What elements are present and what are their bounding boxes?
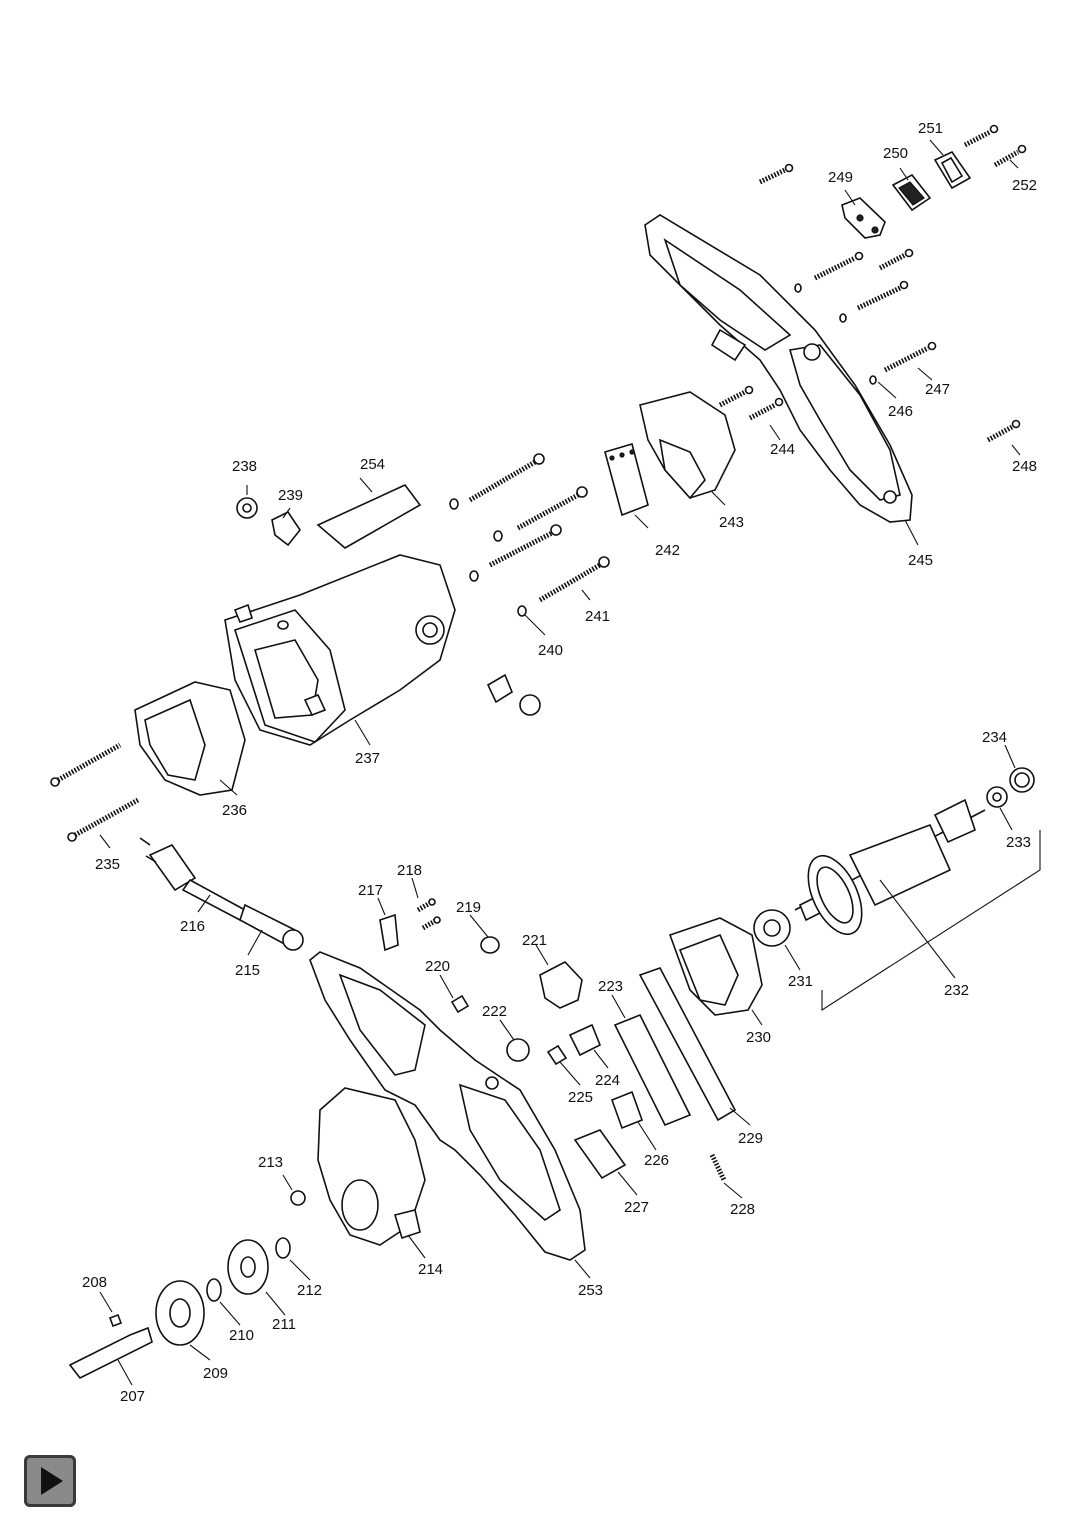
part-label-222: 222 [482,1003,507,1020]
part-label-253: 253 [578,1282,603,1299]
power-cord-216 [139,837,304,951]
part-label-247: 247 [925,381,950,398]
part-label-226: 226 [644,1152,669,1169]
part-label-209: 209 [203,1365,228,1382]
long-bolts-241 [449,453,610,617]
field-cover-243 [639,391,736,500]
part-label-249: 249 [828,169,853,186]
play-icon [41,1467,63,1495]
output-parts-207-213 [68,1190,306,1380]
stator-236 [134,681,246,796]
part-label-241: 241 [585,608,610,625]
part-label-243: 243 [719,514,744,531]
part-label-208: 208 [82,1274,107,1291]
play-button[interactable] [24,1455,76,1507]
bearing-231 [753,909,791,947]
leader-lines [99,139,1041,1386]
part-label-237: 237 [355,750,380,767]
part-number-labels: 251 250 252 249 254 238 239 242 243 245 … [82,120,1037,1405]
part-label-252: 252 [1012,177,1037,194]
part-label-211: 211 [272,1316,296,1333]
gear-housing-214 [317,1087,426,1246]
part-label-235: 235 [95,856,120,873]
part-label-216: 216 [180,918,205,935]
baffle-230 [668,917,763,1016]
part-label-254: 254 [360,456,385,473]
part-label-207: 207 [120,1388,145,1405]
handle-253 [309,951,586,1261]
part-label-236: 236 [222,802,247,819]
switch-plate-251 [933,150,972,190]
part-label-231: 231 [788,973,813,990]
part-label-225: 225 [568,1089,593,1106]
part-label-224: 224 [595,1072,620,1089]
part-label-250: 250 [883,145,908,162]
brush-parts [236,497,541,716]
switch-250 [891,173,932,212]
part-label-240: 240 [538,642,563,659]
part-label-213: 213 [258,1154,283,1171]
part-label-245: 245 [908,552,933,569]
part-label-233: 233 [1006,834,1031,851]
part-label-219: 219 [456,899,481,916]
part-label-214: 214 [418,1261,443,1278]
part-label-220: 220 [425,958,450,975]
armature-232 [794,767,1035,935]
part-label-229: 229 [738,1130,763,1147]
part-label-210: 210 [229,1327,254,1344]
part-label-227: 227 [624,1199,649,1216]
part-label-242: 242 [655,542,680,559]
part-label-228: 228 [730,1201,755,1218]
screws-top [718,124,1027,443]
part-label-230: 230 [746,1029,771,1046]
part-label-238: 238 [232,458,257,475]
motor-housing-237 [224,554,456,746]
part-label-234: 234 [982,729,1007,746]
part-label-251: 251 [918,120,943,137]
part-label-244: 244 [770,441,795,458]
bracket-249 [841,197,886,239]
handle-half-245 [644,214,913,523]
small-parts-217-225 [379,898,602,1066]
part-label-215: 215 [235,962,260,979]
long-screws-235 [50,742,140,842]
part-label-217: 217 [358,882,383,899]
brush-holder-242 [604,442,649,517]
part-label-218: 218 [397,862,422,879]
part-label-232: 232 [944,982,969,999]
part-label-246: 246 [888,403,913,420]
part-label-239: 239 [278,487,303,504]
part-label-248: 248 [1012,458,1037,475]
part-label-212: 212 [297,1282,322,1299]
circuit-parts-223-229 [573,967,737,1182]
part-label-221: 221 [522,932,547,949]
part-label-223: 223 [598,978,623,995]
label-254 [316,484,422,549]
